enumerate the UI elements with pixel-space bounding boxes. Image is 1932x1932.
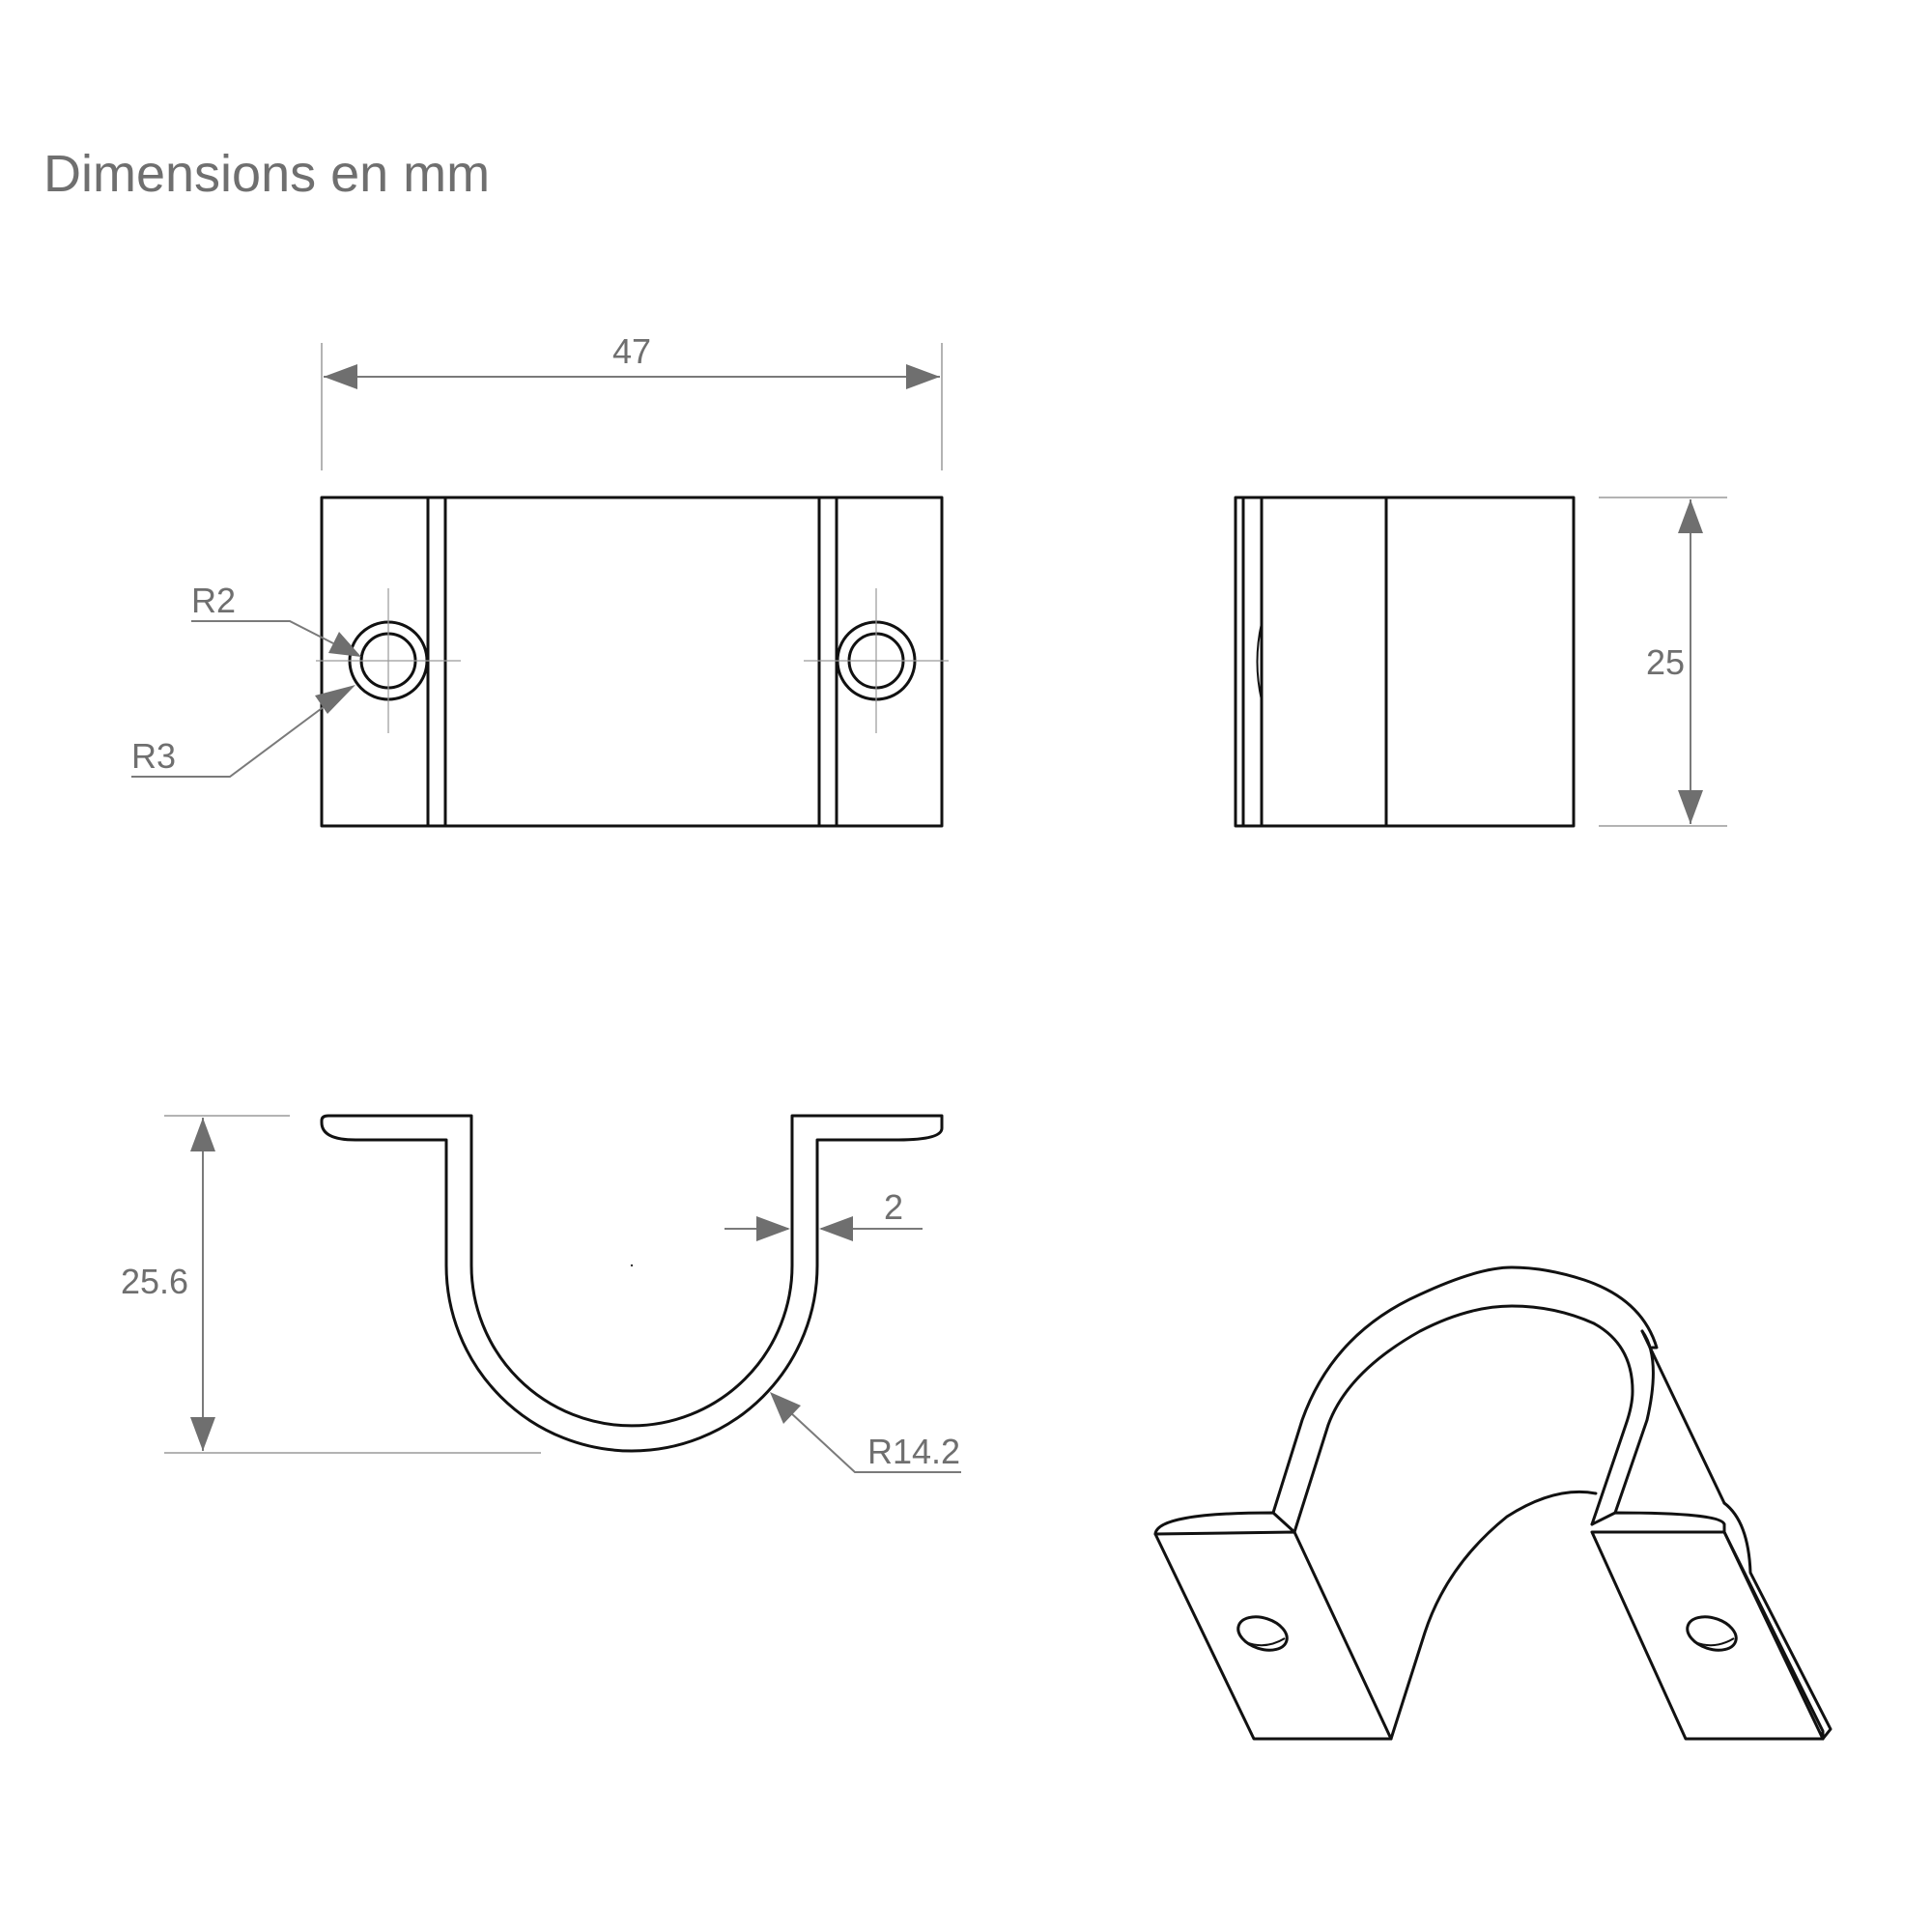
arch-inner-edge: [1293, 1304, 1634, 1534]
leader-line: [131, 705, 326, 778]
side-view: 25: [1234, 496, 1727, 828]
arrow-head-top: [1678, 499, 1703, 533]
front-section-view: 25.6 2 R14.2: [121, 1114, 961, 1473]
hole-hidden-edge: [1256, 622, 1263, 701]
radius-r14-label: R14.2: [867, 1432, 960, 1471]
left-flange-hole: [1236, 1615, 1289, 1652]
arch-inner-tunnel: [1389, 1490, 1598, 1741]
thickness-label: 2: [884, 1187, 903, 1227]
right-hole-inner-edge: [1694, 1637, 1735, 1647]
height-label: 25: [1646, 642, 1685, 682]
arrow-head-bottom: [1678, 790, 1703, 824]
height-dimension: 25: [1599, 497, 1727, 827]
right-flange: [1590, 1530, 1825, 1741]
thickness-dimension: 2: [724, 1187, 923, 1241]
left-flange: [1153, 1530, 1393, 1741]
depth-dimension: 25.6: [121, 1115, 541, 1454]
leader-line: [789, 1411, 961, 1473]
top-view: 47 R2 R3: [131, 331, 949, 828]
left-flange-top: [1153, 1511, 1296, 1536]
arch-outer-edge: [1271, 1265, 1659, 1515]
side-view-outline: [1234, 496, 1576, 828]
arrow-head-left: [324, 364, 357, 389]
radius-r3-callout: R3: [131, 685, 355, 778]
arrow-head: [328, 632, 361, 657]
radius-r3-label: R3: [131, 736, 176, 776]
left-hole-inner-edge: [1245, 1637, 1286, 1647]
right-flange-edge: [1722, 1522, 1825, 1741]
radius-r2-label: R2: [191, 581, 236, 620]
page-title: Dimensions en mm: [43, 145, 490, 203]
depth-label: 25.6: [121, 1262, 188, 1301]
right-flange-thickness: [1722, 1501, 1833, 1741]
leader-line: [191, 620, 334, 644]
width-dimension: 47: [321, 331, 943, 470]
arch-side-band: [1613, 1329, 1655, 1515]
bracket-profile: [320, 1114, 944, 1453]
arrow-head-top: [190, 1118, 215, 1151]
arrow-head-left: [756, 1216, 790, 1241]
mounting-hole-right: [804, 588, 949, 733]
right-flange-hole: [1686, 1615, 1738, 1652]
radius-r2-callout: R2: [191, 581, 361, 657]
arrow-head: [770, 1392, 801, 1424]
radius-r14-callout: R14.2: [770, 1392, 961, 1473]
arrow-head-right: [819, 1216, 853, 1241]
width-label: 47: [612, 331, 651, 371]
arrow-head: [315, 685, 355, 714]
isometric-view: [1153, 1265, 1833, 1741]
arch-right-slope: [1640, 1329, 1726, 1505]
right-flange-top: [1590, 1511, 1726, 1526]
mounting-hole-left: [316, 588, 461, 733]
arc-center-mark: [630, 1264, 634, 1267]
arrow-head-right: [906, 364, 940, 389]
arrow-head-bottom: [190, 1417, 215, 1451]
top-view-outline: [320, 496, 944, 828]
